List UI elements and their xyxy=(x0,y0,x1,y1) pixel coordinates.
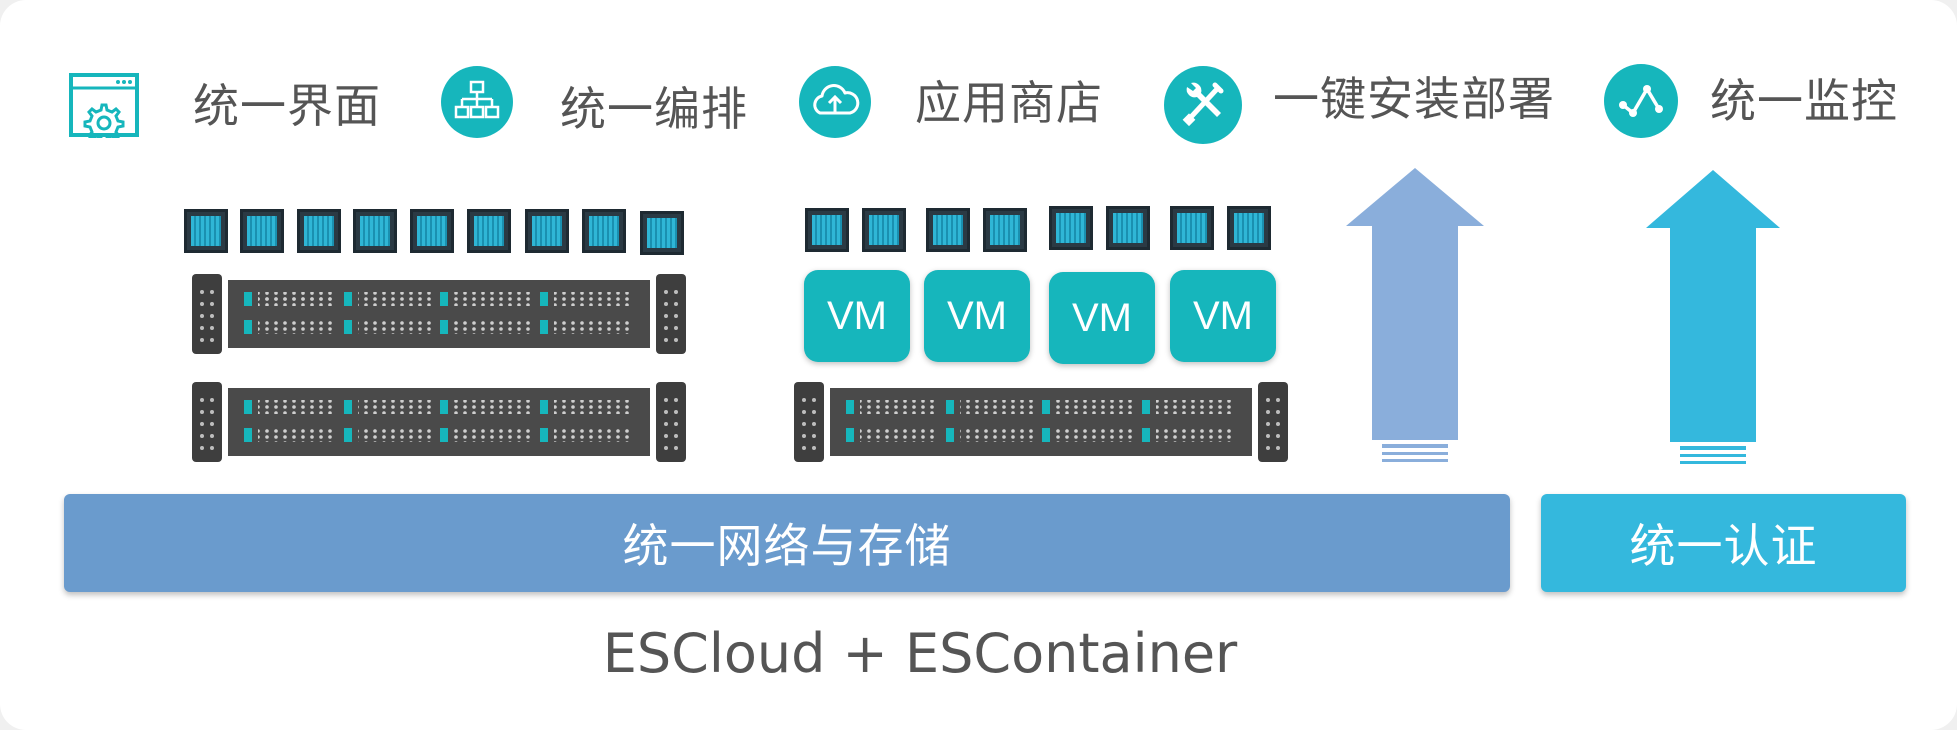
container-chip xyxy=(184,209,228,253)
server-rack-2 xyxy=(192,382,686,462)
container-chip xyxy=(926,208,970,252)
monitoring-graph-icon xyxy=(1604,64,1678,138)
container-chip xyxy=(862,208,906,252)
auth-bar: 统一认证 xyxy=(1541,494,1906,592)
ui-window-gear-icon xyxy=(69,73,139,138)
container-chip xyxy=(240,209,284,253)
up-arrow-dark xyxy=(1646,170,1780,464)
container-chip xyxy=(353,209,397,253)
network-storage-bar: 统一网络与存储 xyxy=(64,494,1510,592)
orchestration-tree-icon xyxy=(441,66,513,138)
up-arrow-light xyxy=(1346,168,1484,462)
vm-box: VM xyxy=(1049,272,1155,364)
cloud-upload-icon xyxy=(799,66,871,138)
footer-product-names: ESCloud + ESContainer xyxy=(602,622,1238,685)
container-chip xyxy=(1106,206,1150,250)
server-rack-3 xyxy=(794,382,1288,462)
container-chip xyxy=(805,208,849,252)
container-chip xyxy=(1049,206,1093,250)
container-chip xyxy=(297,209,341,253)
wrench-screwdriver-icon xyxy=(1164,66,1242,144)
vm-box: VM xyxy=(804,270,910,362)
container-chip xyxy=(983,208,1027,252)
feature-label-unified-orchestration: 统一编排 xyxy=(560,82,748,136)
container-chip xyxy=(467,209,511,253)
container-chip xyxy=(1227,206,1271,250)
container-chip xyxy=(525,209,569,253)
container-chip xyxy=(640,211,684,255)
container-chip xyxy=(1170,206,1214,250)
feature-label-unified-monitoring: 统一监控 xyxy=(1710,74,1898,128)
server-rack-1 xyxy=(192,274,686,354)
feature-label-unified-ui: 统一界面 xyxy=(193,79,381,133)
container-chip xyxy=(582,209,626,253)
vm-box: VM xyxy=(924,270,1030,362)
container-chip xyxy=(410,209,454,253)
vm-box: VM xyxy=(1170,270,1276,362)
feature-label-one-click-deploy: 一键安装部署 xyxy=(1273,72,1555,126)
feature-label-app-store: 应用商店 xyxy=(915,76,1103,130)
